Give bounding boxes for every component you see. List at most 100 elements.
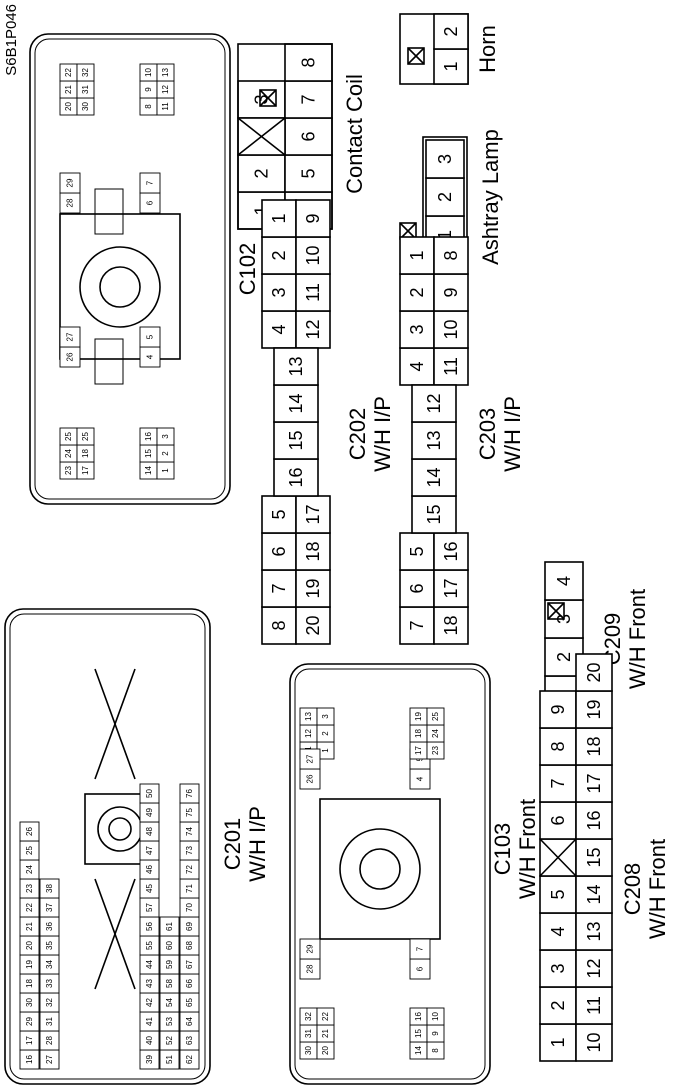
c201-pin-label: 71 — [185, 884, 194, 893]
c203-pin-label: 15 — [424, 504, 444, 524]
c208-pin-label: 17 — [584, 773, 604, 793]
c102-pin-label: 28 — [66, 198, 75, 207]
horn-pin-label: 2 — [441, 26, 461, 36]
c103-pin-label: 27 — [306, 754, 315, 763]
c208-code: C208 — [620, 863, 645, 916]
c102-pin-label: 16 — [144, 432, 153, 441]
c201-pin-label: 20 — [25, 941, 34, 950]
c102-pin-label: 23 — [64, 466, 73, 475]
c202-pin-label: 3 — [269, 287, 289, 297]
c201-pin-label: 47 — [145, 846, 154, 855]
c102-pin-label: 3 — [161, 434, 170, 439]
c201-pin-cell — [19, 821, 40, 842]
c202-pin-label: 13 — [286, 356, 306, 376]
c102-pin-label: 30 — [81, 102, 90, 111]
c208-pin-label: 9 — [548, 704, 568, 714]
c202-pin-label: 1 — [269, 213, 289, 223]
c103-pin-cell — [426, 1007, 445, 1026]
c203-pin-label: 3 — [407, 324, 427, 334]
c103-pin-label: 13 — [304, 712, 313, 721]
c102-pin-label: 22 — [64, 68, 73, 77]
c102-pin-label: 31 — [81, 85, 90, 94]
c201-pin-label: 69 — [185, 922, 194, 931]
c208-pin-label: 18 — [584, 736, 604, 756]
c202-pin-label: 17 — [303, 504, 323, 524]
c203-pin-label: 5 — [407, 546, 427, 556]
c201-pin-label: 75 — [185, 808, 194, 817]
c103-pin-label: 32 — [304, 1012, 313, 1021]
figure-code: S6B1P046 — [3, 4, 20, 76]
c203-code: C203 — [475, 408, 500, 461]
c102-code: C102 — [235, 243, 260, 296]
c201-pin-label: 65 — [185, 998, 194, 1007]
c103-pin-label: 28 — [306, 964, 315, 973]
c102-pin-label: 13 — [161, 68, 170, 77]
c201-pin-label: 72 — [185, 865, 194, 874]
c201-pin-label: 73 — [185, 846, 194, 855]
c201-pin-label: 18 — [25, 979, 34, 988]
c201-pin-label: 30 — [25, 998, 34, 1007]
c202-pin-label: 6 — [269, 546, 289, 556]
c103-pin-cell — [426, 707, 445, 726]
c102-pin-cell — [139, 326, 161, 348]
c102-key — [94, 338, 124, 385]
coil-pin-label: 7 — [299, 94, 319, 104]
c209-pin-cell — [544, 561, 584, 601]
c102-key — [94, 188, 124, 235]
c209-lock-tab-x — [547, 602, 565, 620]
c203-pin-cell — [411, 384, 457, 423]
c102-pin-label: 21 — [64, 85, 73, 94]
c201-pin-label: 76 — [185, 789, 194, 798]
coil-pin-label: 6 — [299, 131, 319, 141]
c208-x — [539, 838, 577, 877]
c203-pin-label: 16 — [441, 541, 461, 561]
c202-pin-label: 20 — [303, 615, 323, 635]
c103-pin-label: 30 — [304, 1046, 313, 1055]
c102-pin-label: 12 — [161, 85, 170, 94]
c208-pin-label: 1 — [548, 1037, 568, 1047]
c201-pin-label: 34 — [45, 960, 54, 969]
c201-pin-label: 19 — [25, 960, 34, 969]
horn-lock-tab-x — [407, 47, 425, 65]
c102-pin-cell — [139, 172, 161, 194]
c202-pin-label: 7 — [269, 583, 289, 593]
c209-pin-label: 4 — [554, 576, 574, 586]
c201-pin-label: 64 — [185, 1017, 194, 1026]
c202-name: W/H I/P — [370, 396, 395, 472]
c208-pin-label: 10 — [584, 1032, 604, 1052]
c201-pin-label: 62 — [185, 1055, 194, 1064]
c201-pin-label: 42 — [145, 998, 154, 1007]
c103-pin-label: 16 — [414, 1012, 423, 1021]
c201-pin-label: 23 — [25, 884, 34, 893]
c202-pin-label: 10 — [303, 245, 323, 265]
c102-pin-label: 17 — [81, 466, 90, 475]
c202-pin-label: 4 — [269, 324, 289, 334]
c202-pin-label: 5 — [269, 509, 289, 519]
c203-pin-label: 2 — [407, 287, 427, 297]
c103-pin-label: 31 — [304, 1029, 313, 1038]
c201-pin-label: 22 — [25, 903, 34, 912]
c203-pin-label: 17 — [441, 578, 461, 598]
c202-pin-label: 18 — [303, 541, 323, 561]
horn-connector: 12 — [399, 13, 469, 85]
c103-pin-label: 2 — [321, 731, 330, 736]
c201-pin-cell — [159, 916, 180, 937]
c103-post — [339, 828, 421, 910]
c203-pin-label: 6 — [407, 583, 427, 593]
c103-connector: 3031322021222829671415168910111213123452… — [289, 663, 491, 1085]
c103-inner — [294, 668, 486, 1080]
coil-x — [237, 117, 286, 156]
c203-pin-label: 12 — [424, 393, 444, 413]
c103-pin-cell — [316, 1007, 335, 1026]
c208-pin-label: 5 — [548, 889, 568, 899]
c103-pin-label: 23 — [431, 746, 440, 755]
c102-center — [59, 213, 181, 360]
c102-housing — [29, 33, 231, 505]
c209-name: W/H Front — [625, 589, 650, 689]
c203-pin-cell — [433, 236, 469, 275]
c201-pin-label: 28 — [45, 1036, 54, 1045]
c201-pin-label: 44 — [145, 960, 154, 969]
c201-pin-label: 58 — [165, 979, 174, 988]
